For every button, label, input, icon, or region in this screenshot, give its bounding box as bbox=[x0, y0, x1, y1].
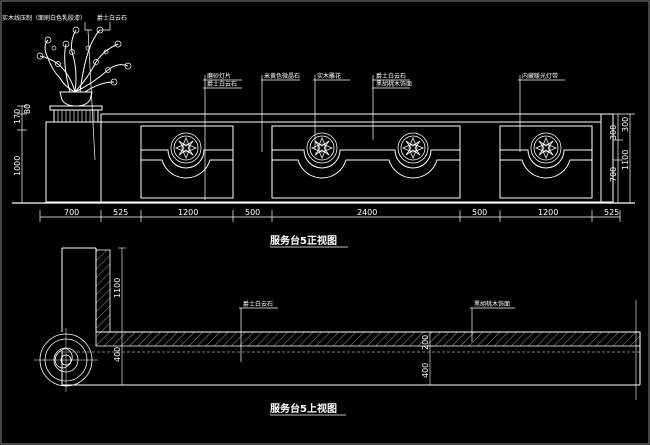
pedestal-cap bbox=[49, 105, 103, 111]
label-top-stone: 爵士白云石 bbox=[243, 300, 273, 308]
hatched-top-strip bbox=[95, 249, 641, 347]
label-wood-carving: 实木雕花 bbox=[317, 72, 341, 80]
label-stone-top-left: 爵士白云石 bbox=[97, 14, 127, 22]
plant-decoration bbox=[36, 26, 132, 107]
dim-bottom-4: 2400 bbox=[357, 208, 377, 217]
counter-panels bbox=[140, 125, 593, 199]
label-top-walnut: 黑胡桃木饰面 bbox=[474, 300, 510, 308]
dim-right-3: 1100 bbox=[621, 150, 630, 170]
dim-bottom-3: 500 bbox=[245, 208, 260, 217]
pedestal-neck bbox=[53, 109, 99, 123]
dim-left-1: 80 bbox=[23, 104, 32, 114]
dim-bottom-5: 500 bbox=[472, 208, 487, 217]
leader-lines bbox=[84, 22, 565, 200]
pedestal-column bbox=[45, 121, 102, 203]
dim-bottom-7: 525 bbox=[604, 208, 619, 217]
top-view-leaders bbox=[239, 307, 515, 362]
bottom-dimension-line bbox=[39, 210, 621, 222]
top-view-dimension-lines bbox=[118, 247, 637, 400]
top-view-title: 服务台5上视图 bbox=[270, 402, 337, 415]
counter-body bbox=[100, 113, 602, 203]
dim-top-0: 1100 bbox=[113, 278, 122, 298]
top-view-labels: 爵士白云石 黑胡桃木饰面 1100 400 200 400 服务台5上视图 bbox=[113, 278, 510, 416]
dim-top-2: 200 bbox=[421, 335, 430, 350]
front-view bbox=[12, 22, 635, 222]
dim-left-2: 1000 bbox=[13, 156, 22, 176]
label-walnut: 黑胡桃木饰面 bbox=[376, 80, 412, 88]
front-view-title: 服务台5正视图 bbox=[270, 234, 337, 247]
dim-right-0: 300 bbox=[609, 125, 618, 140]
label-hidden-light: 内藏暖光灯带 bbox=[522, 72, 558, 80]
dim-left-0: 170 bbox=[13, 109, 22, 124]
front-view-labels: 实木线压制（面刷白色乳胶漆） 爵士白云石 磨砂灯片 爵士白云石 米黄色微晶石 实… bbox=[2, 14, 630, 248]
dim-right-2: 700 bbox=[609, 167, 618, 182]
label-rice-paint: 米黄色微晶石 bbox=[264, 72, 300, 80]
dim-right-1: 300 bbox=[621, 117, 630, 132]
rosette-carvings bbox=[170, 132, 562, 164]
top-view bbox=[34, 247, 641, 400]
label-frosted-glass: 磨砂灯片 bbox=[207, 72, 231, 80]
label-wood-molding: 实木线压制（面刷白色乳胶漆） bbox=[2, 14, 86, 22]
label-stone-mid: 爵士白云石 bbox=[207, 80, 237, 88]
dim-top-3: 400 bbox=[421, 363, 430, 378]
dim-bottom-1: 525 bbox=[113, 208, 128, 217]
round-pedestal bbox=[34, 328, 98, 392]
dim-bottom-0: 700 bbox=[64, 208, 79, 217]
dim-top-1: 400 bbox=[113, 347, 122, 362]
left-dimension-line bbox=[17, 105, 27, 204]
dim-bottom-6: 1200 bbox=[538, 208, 558, 217]
label-stone-right: 爵士白云石 bbox=[376, 72, 406, 80]
dim-bottom-2: 1200 bbox=[178, 208, 198, 217]
right-dimension-line bbox=[613, 113, 635, 204]
